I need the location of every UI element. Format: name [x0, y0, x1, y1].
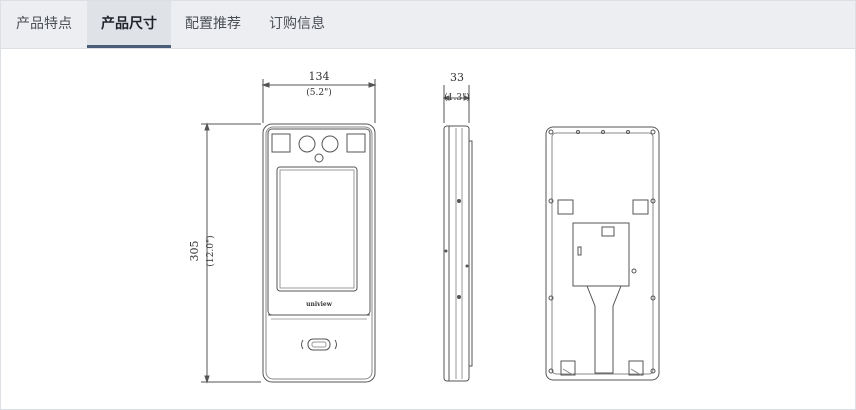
brand-logo: uniview	[306, 301, 333, 308]
tab-configuration[interactable]: 配置推荐	[185, 16, 241, 32]
front-view	[201, 79, 377, 384]
width-mm-label: 134	[309, 70, 330, 83]
width-in-label: (5.2")	[306, 87, 331, 98]
tab-ordering-info[interactable]: 订购信息	[269, 16, 325, 32]
tab-product-dimensions[interactable]: 产品尺寸	[87, 1, 171, 48]
tab-bar: 产品特点 产品尺寸 配置推荐 订购信息	[1, 1, 855, 49]
back-view	[545, 126, 660, 381]
depth-mm-label: 33	[450, 71, 464, 84]
height-in-label: (12.0")	[205, 235, 216, 266]
depth-in-label: (1.3")	[444, 92, 469, 103]
side-view	[442, 85, 473, 382]
height-mm-label: 305	[188, 241, 201, 262]
tab-product-features[interactable]: 产品特点	[16, 16, 72, 32]
dimension-drawing: 134 (5.2") 33 (1.3") 305 (12.0") uniview	[188, 70, 660, 384]
